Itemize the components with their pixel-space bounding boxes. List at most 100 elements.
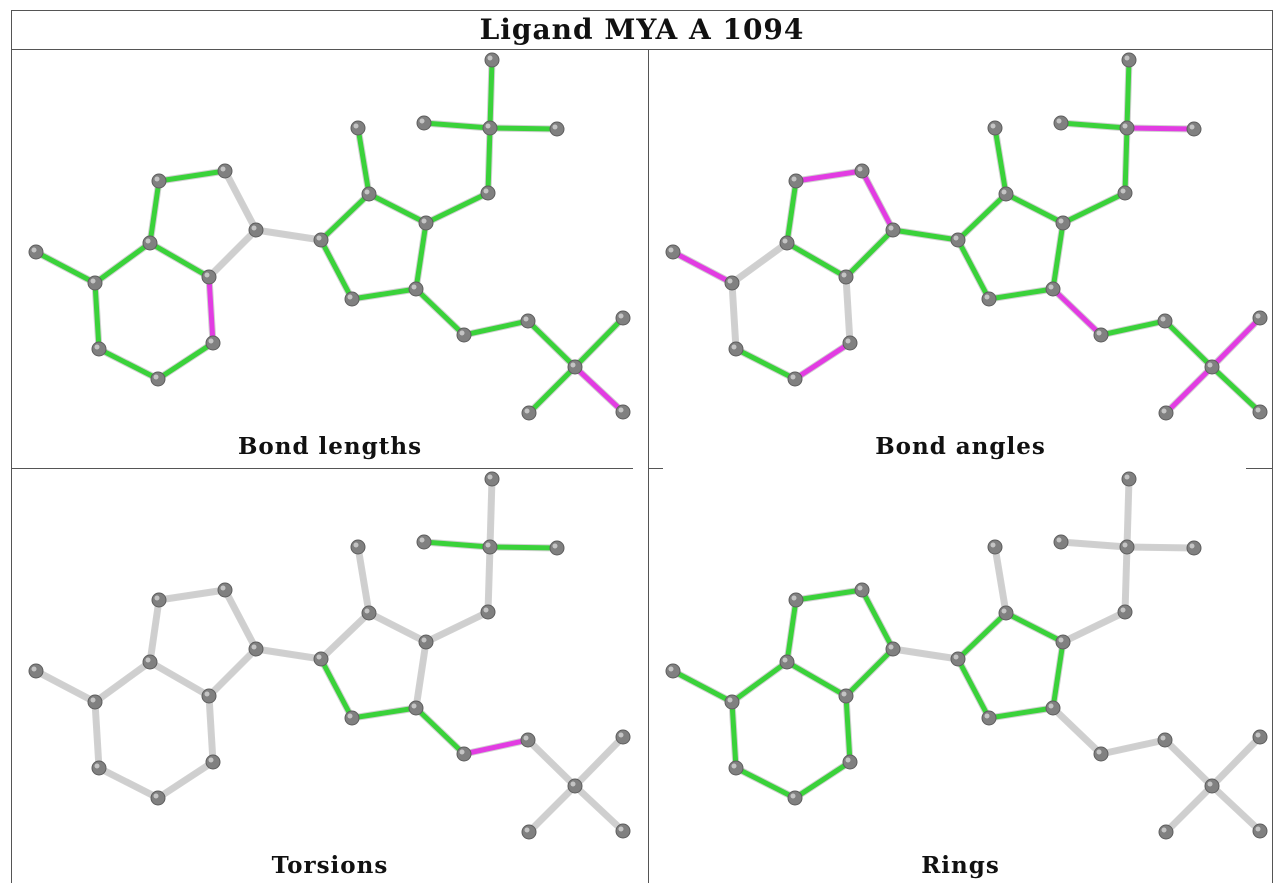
atom-highlight bbox=[857, 166, 863, 172]
atom-highlight bbox=[154, 176, 160, 182]
atom bbox=[567, 778, 583, 794]
bond bbox=[1050, 705, 1104, 757]
atom-highlight bbox=[1255, 732, 1261, 738]
bond bbox=[572, 315, 626, 370]
atom bbox=[549, 121, 565, 137]
atom bbox=[1158, 824, 1174, 840]
atom-highlight bbox=[1056, 118, 1062, 124]
atom-highlight bbox=[888, 644, 894, 650]
atom bbox=[201, 688, 217, 704]
bond bbox=[792, 340, 853, 382]
atom-highlight bbox=[485, 123, 491, 129]
atom bbox=[1045, 700, 1061, 716]
bond bbox=[784, 178, 799, 246]
bond bbox=[784, 597, 799, 665]
bond bbox=[784, 240, 849, 280]
atom bbox=[201, 269, 217, 285]
atom bbox=[838, 269, 854, 285]
bond bbox=[222, 587, 259, 652]
atom-highlight bbox=[421, 637, 427, 643]
atom-highlight bbox=[364, 608, 370, 614]
atom-highlight bbox=[990, 542, 996, 548]
atom-highlight bbox=[251, 225, 257, 231]
bond bbox=[784, 659, 849, 699]
bond bbox=[487, 476, 495, 550]
bond bbox=[733, 346, 798, 382]
atom-highlight bbox=[1058, 637, 1064, 643]
molecule-diagram bbox=[665, 471, 1268, 840]
bond bbox=[792, 759, 853, 801]
atom bbox=[1055, 215, 1071, 231]
atom bbox=[484, 471, 500, 487]
bond bbox=[33, 668, 98, 705]
atom-highlight bbox=[552, 124, 558, 130]
atom-highlight bbox=[524, 408, 530, 414]
atom bbox=[885, 641, 901, 657]
bond bbox=[843, 274, 853, 346]
atom-highlight bbox=[364, 189, 370, 195]
atom bbox=[724, 275, 740, 291]
bond bbox=[793, 587, 865, 603]
bond bbox=[92, 240, 153, 286]
atom bbox=[1117, 185, 1133, 201]
atom bbox=[615, 823, 631, 839]
bond bbox=[155, 759, 216, 801]
atom bbox=[520, 732, 536, 748]
bond bbox=[1124, 125, 1197, 132]
atom bbox=[787, 790, 803, 806]
bond bbox=[413, 705, 467, 757]
atom bbox=[950, 232, 966, 248]
atom-highlight bbox=[1058, 218, 1064, 224]
bond bbox=[413, 639, 429, 711]
bond bbox=[1060, 190, 1128, 226]
atom bbox=[787, 371, 803, 387]
bond bbox=[1098, 318, 1168, 338]
bond bbox=[206, 646, 259, 699]
bond bbox=[206, 227, 259, 280]
atom-highlight bbox=[1001, 608, 1007, 614]
atom bbox=[361, 186, 377, 202]
atom bbox=[456, 327, 472, 343]
atom bbox=[1053, 534, 1069, 550]
atom bbox=[1204, 359, 1220, 375]
atom-highlight bbox=[208, 338, 214, 344]
atom-highlight bbox=[487, 55, 493, 61]
panel-rings: Rings bbox=[649, 469, 1272, 883]
atom bbox=[1157, 313, 1173, 329]
atom bbox=[854, 163, 870, 179]
atom bbox=[854, 582, 870, 598]
bond bbox=[485, 544, 493, 615]
atom-highlight bbox=[145, 238, 151, 244]
bond bbox=[843, 693, 853, 765]
atom bbox=[779, 235, 795, 251]
atom bbox=[728, 341, 744, 357]
table-frame bbox=[11, 10, 1273, 883]
bond bbox=[461, 737, 531, 757]
bond bbox=[423, 609, 491, 645]
atom bbox=[408, 281, 424, 297]
bond bbox=[33, 249, 98, 286]
atom-highlight bbox=[459, 330, 465, 336]
bond bbox=[92, 699, 102, 771]
atom bbox=[151, 173, 167, 189]
bond bbox=[955, 656, 992, 721]
atom-highlight bbox=[1122, 123, 1128, 129]
atom-highlight bbox=[31, 666, 37, 672]
atom bbox=[998, 186, 1014, 202]
bond bbox=[156, 168, 228, 184]
atom-highlight bbox=[1124, 55, 1130, 61]
bond bbox=[1058, 120, 1130, 131]
bond bbox=[366, 191, 429, 226]
atom bbox=[1252, 823, 1268, 839]
bond bbox=[1124, 544, 1197, 551]
atom bbox=[981, 710, 997, 726]
bond bbox=[355, 125, 372, 197]
atom bbox=[1093, 746, 1109, 762]
atom bbox=[484, 52, 500, 68]
bond bbox=[355, 544, 372, 616]
bond bbox=[147, 178, 162, 246]
molecule-diagram bbox=[28, 52, 631, 421]
atom bbox=[142, 235, 158, 251]
bond bbox=[1209, 315, 1263, 370]
atom-highlight bbox=[1207, 781, 1213, 787]
